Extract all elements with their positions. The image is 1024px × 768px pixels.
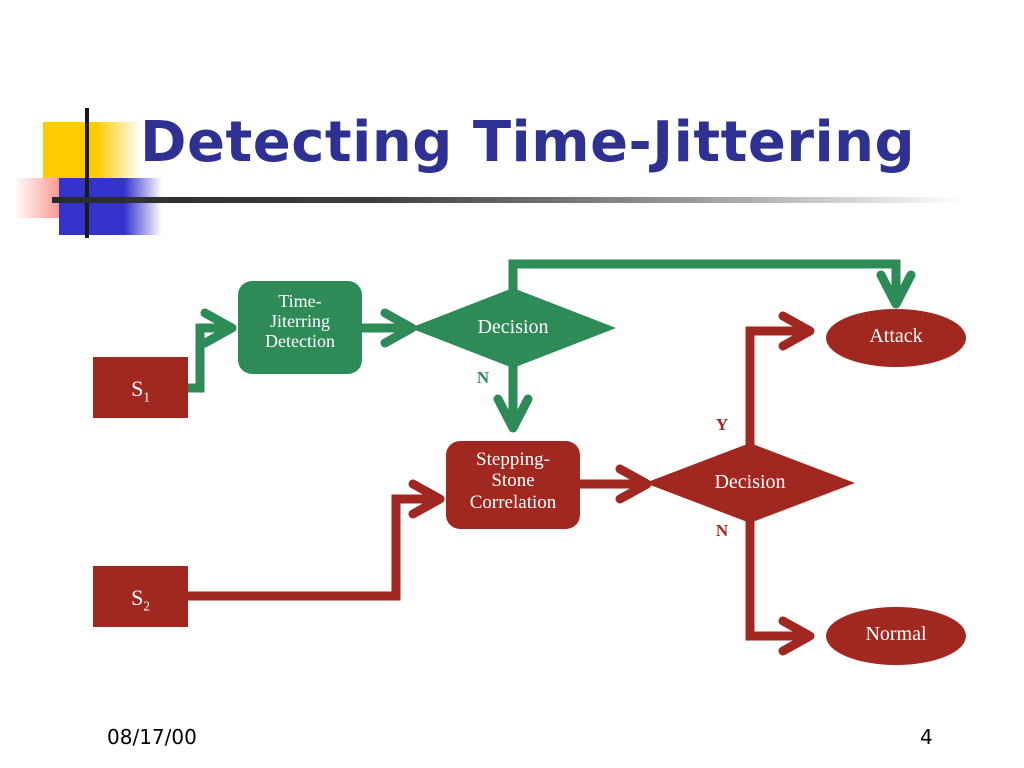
logo-blue-gradient bbox=[124, 178, 162, 235]
edge-label-decision2-yes: Y bbox=[715, 415, 729, 434]
edge-stepping-stone-to-decision2 bbox=[580, 464, 652, 504]
edge-decision1-to-attack bbox=[508, 259, 916, 309]
node-normal[interactable] bbox=[826, 607, 966, 665]
slide-header: Detecting Time-Jittering bbox=[0, 0, 1024, 240]
node-s2[interactable] bbox=[93, 566, 188, 627]
slide-footer: 08/17/00 4 bbox=[0, 725, 1024, 768]
logo-blue-square bbox=[59, 178, 96, 235]
logo-blue-square-2 bbox=[96, 178, 124, 235]
title-horizontal-rule bbox=[52, 197, 964, 203]
edge-decision2-to-attack bbox=[745, 311, 815, 445]
edge-s1-to-detection bbox=[188, 308, 237, 393]
logo-yellow-gradient bbox=[96, 122, 141, 179]
node-stepping-stone-correlation[interactable] bbox=[446, 441, 580, 529]
footer-page-number: 4 bbox=[920, 725, 933, 749]
edge-label-decision1-no: N bbox=[476, 368, 490, 387]
node-decision-2[interactable] bbox=[645, 443, 855, 523]
node-decision-1[interactable] bbox=[410, 288, 616, 368]
edge-detection-to-decision1 bbox=[362, 308, 417, 348]
page-title: Detecting Time-Jittering bbox=[140, 110, 916, 175]
edge-s2-to-stepping-stone bbox=[188, 479, 445, 601]
node-time-jittering-detection[interactable] bbox=[238, 281, 362, 374]
node-s1[interactable] bbox=[93, 357, 188, 418]
edge-decision2-to-normal bbox=[745, 521, 815, 656]
edge-decision1-to-stepping-stone bbox=[493, 366, 533, 433]
edge-label-decision2-no: N bbox=[715, 521, 729, 540]
node-attack[interactable] bbox=[826, 309, 966, 367]
footer-date: 08/17/00 bbox=[107, 725, 197, 749]
logo-vertical-rule bbox=[85, 108, 89, 238]
